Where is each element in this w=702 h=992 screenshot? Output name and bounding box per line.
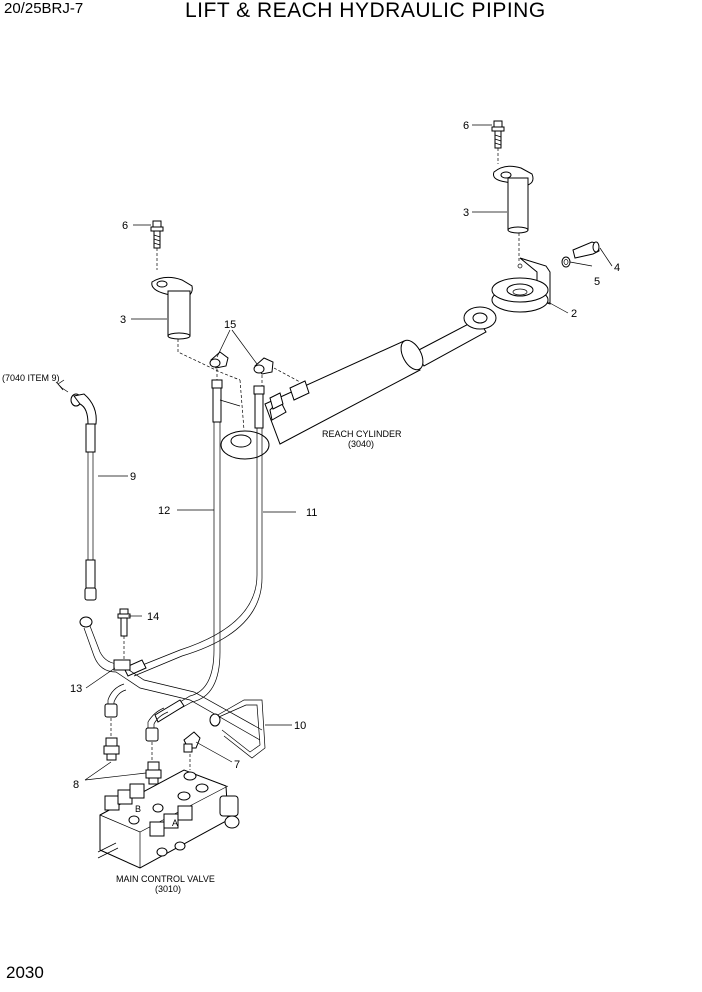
hose-12 xyxy=(154,379,223,723)
page-number: 2030 xyxy=(6,963,44,982)
connector-8-right xyxy=(145,761,162,785)
reach-cylinder xyxy=(220,306,497,460)
port-a-label: A xyxy=(172,818,178,828)
connector-8-left xyxy=(103,737,120,761)
port-b-label: B xyxy=(135,804,141,814)
callout-10: 10 xyxy=(294,720,306,732)
callout-11: 11 xyxy=(306,507,317,519)
page-title: LIFT & REACH HYDRAULIC PIPING xyxy=(185,0,546,22)
hose-11 xyxy=(123,385,265,677)
bolt-6-upper-right xyxy=(491,120,505,149)
hose-9 xyxy=(70,393,97,601)
callout-3-upper: 3 xyxy=(463,207,469,219)
pin-3-left xyxy=(151,276,193,340)
model-code: 20/25BRJ-7 xyxy=(4,0,84,17)
elbow-15-left xyxy=(209,351,229,369)
bracket-2 xyxy=(491,257,551,313)
callout-2: 2 xyxy=(571,308,577,320)
pipe-13 xyxy=(79,616,263,741)
elbow-15-right xyxy=(253,357,274,375)
callout-12: 12 xyxy=(158,505,170,517)
pin-3-upper-right xyxy=(493,165,534,234)
callout-15: 15 xyxy=(224,319,236,331)
pipe-end-right xyxy=(145,707,169,742)
main-control-valve xyxy=(97,769,240,869)
bolt-4 xyxy=(572,241,600,259)
main-control-valve-label: MAIN CONTROL VALVE xyxy=(116,874,215,884)
callout-5: 5 xyxy=(594,276,600,288)
leader-lines xyxy=(55,124,613,781)
elbow-7 xyxy=(183,731,201,753)
bolt-6-left xyxy=(150,220,164,249)
main-control-valve-ref: (3010) xyxy=(155,884,181,894)
callout-7: 7 xyxy=(234,759,240,771)
callout-6-upper: 6 xyxy=(463,120,469,132)
callout-9: 9 xyxy=(130,471,136,483)
callout-13: 13 xyxy=(70,683,82,695)
callout-8: 8 xyxy=(73,779,79,791)
callout-3-left: 3 xyxy=(120,314,126,326)
washer-5 xyxy=(561,256,571,268)
ref-7040-label: (7040 ITEM 9) xyxy=(2,373,60,383)
callout-4: 4 xyxy=(614,262,620,274)
pipe-end-left xyxy=(104,683,127,718)
tube-10 xyxy=(209,699,266,759)
callout-14: 14 xyxy=(147,611,159,623)
callout-6-left: 6 xyxy=(122,220,128,232)
reach-cylinder-ref: (3040) xyxy=(348,439,374,449)
reach-cylinder-label: REACH CYLINDER xyxy=(322,429,402,439)
bolt-14 xyxy=(117,608,131,637)
